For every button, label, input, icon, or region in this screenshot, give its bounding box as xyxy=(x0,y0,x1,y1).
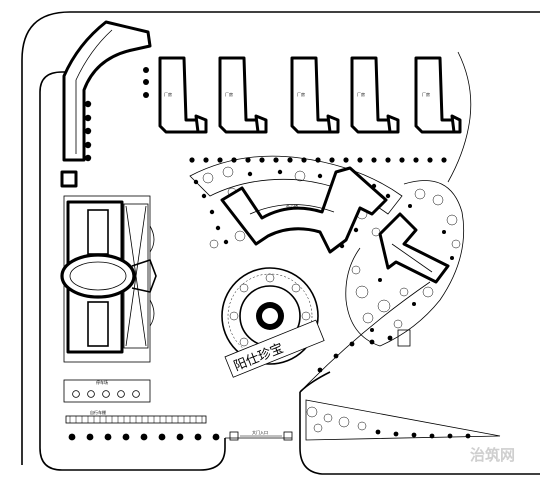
factory-building-2: 厂房 xyxy=(218,56,268,134)
factory-label-3: 厂房 xyxy=(297,91,305,97)
factory-label-1: 厂房 xyxy=(164,91,172,97)
parking-label: 停车场 xyxy=(96,379,108,385)
gate-label: 大门入口 xyxy=(252,429,268,435)
bicycle-shed-label: 自行车棚 xyxy=(90,409,106,415)
factory-label-2: 厂房 xyxy=(225,91,233,97)
factory-building-5: 厂房 xyxy=(414,56,462,134)
factory-building-4: 厂房 xyxy=(350,56,400,134)
factory-label-4: 厂房 xyxy=(357,91,365,97)
site-boundary xyxy=(21,11,540,475)
tree-column-west xyxy=(84,67,149,162)
west-complex xyxy=(60,195,157,363)
curved-west-building xyxy=(60,20,152,188)
watermark: 治筑网 xyxy=(470,446,515,464)
factory-building-1: 厂房 xyxy=(158,56,208,134)
circular-plaza xyxy=(221,267,319,365)
southeast-tree-wedge xyxy=(305,399,501,441)
factory-label-5: 厂房 xyxy=(422,91,430,97)
curved-office-building: 办公楼 xyxy=(220,166,388,254)
office-label: 办公楼 xyxy=(286,203,298,209)
east-garden xyxy=(345,180,465,347)
factory-building-3: 厂房 xyxy=(290,56,340,134)
tree-row-south xyxy=(68,433,220,441)
parking-strip: 停车场 xyxy=(63,379,151,403)
east-diagonal-building xyxy=(378,212,450,347)
main-gate: 大门入口 xyxy=(229,429,293,441)
diagonal-avenue xyxy=(299,281,431,393)
bicycle-shed: 自行车棚 xyxy=(65,409,207,424)
